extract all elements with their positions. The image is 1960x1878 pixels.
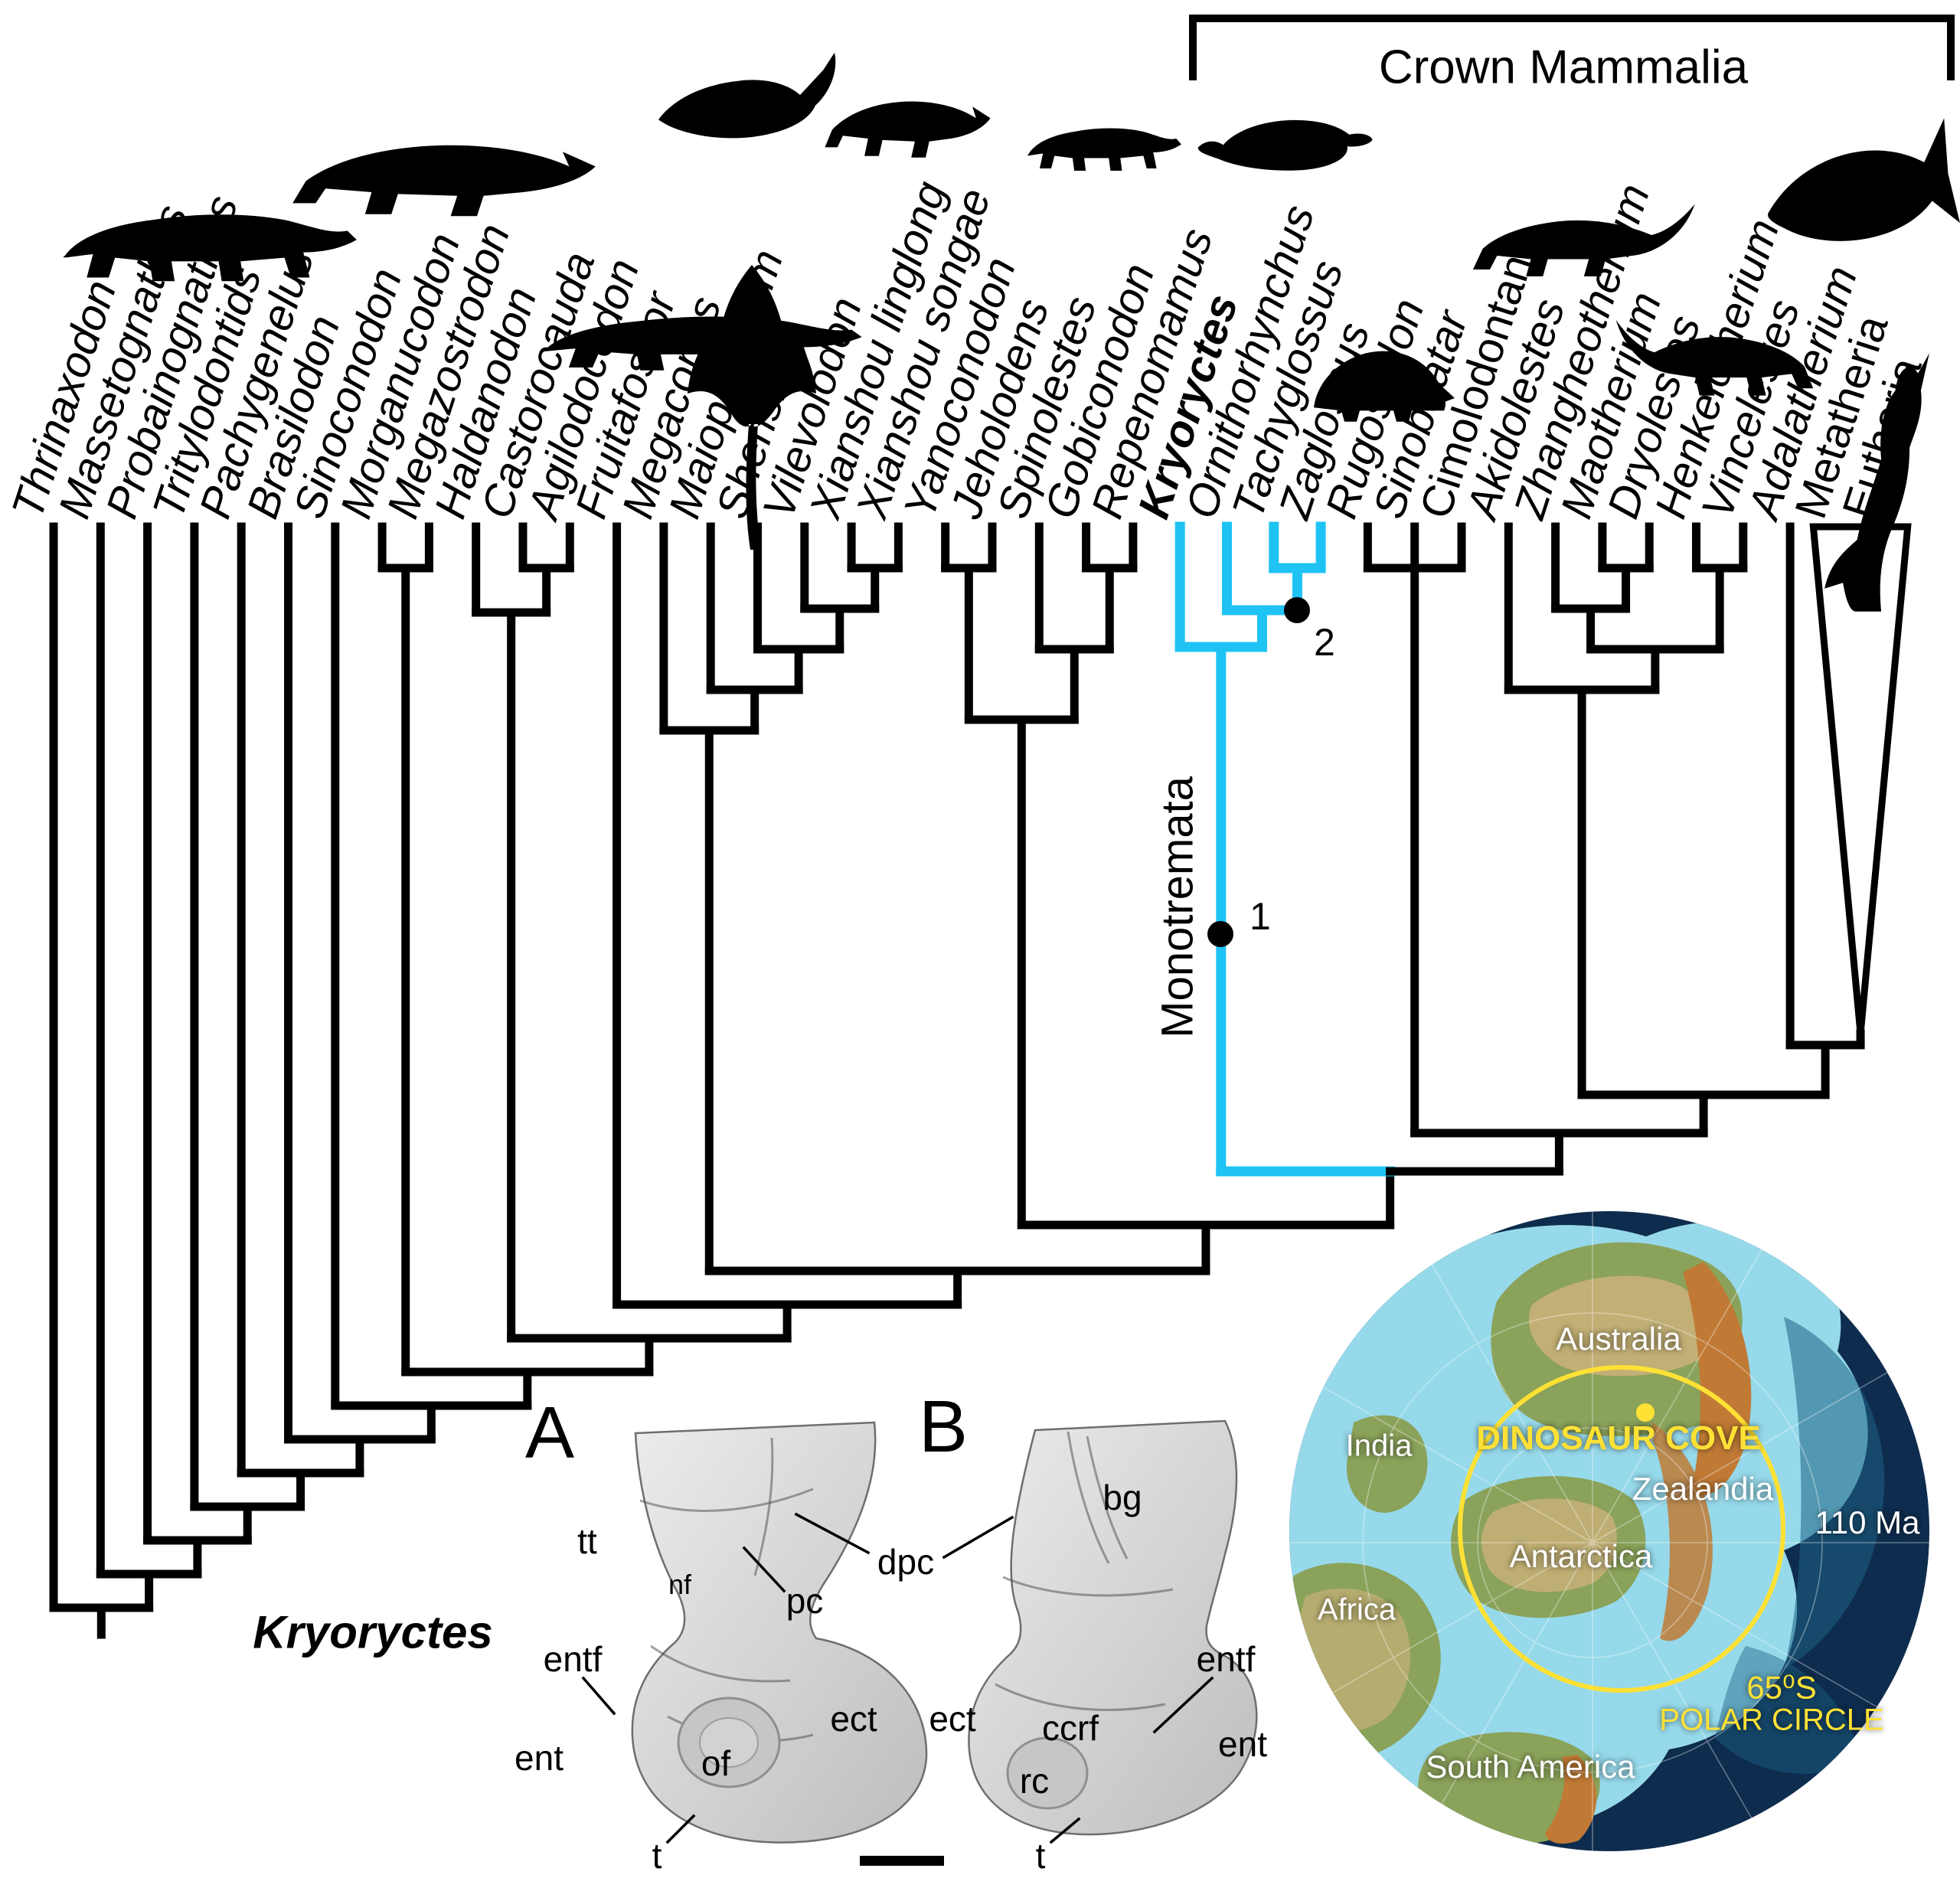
map-label-65-s: 65⁰S [1746, 1669, 1817, 1706]
radial-condyle [1006, 1736, 1089, 1810]
maiopatagium-glider-silhouette [688, 265, 816, 550]
anatomy-label-of: of [701, 1743, 731, 1783]
graticule-meridian [1416, 1237, 1593, 1543]
graticule-meridian [1592, 1237, 1769, 1543]
map-label-south-america: South America [1426, 1749, 1635, 1785]
anatomy-label-ent: ent [1218, 1724, 1267, 1764]
india-land [1346, 1415, 1428, 1513]
polar-circle-65s [1458, 1365, 1785, 1693]
label-leader-line [1049, 1817, 1081, 1844]
map-label-110-ma: 110 Ma [1815, 1504, 1920, 1540]
ocean-floor-texture [1784, 1317, 1885, 1669]
label-leader-line [665, 1814, 696, 1844]
bone-crack [1067, 1431, 1110, 1564]
crown-mammalia-label: Crown Mammalia [1378, 41, 1749, 94]
multituberculate-silhouette [1472, 204, 1695, 276]
graticule-meridian [1289, 1366, 1593, 1543]
crown-mammalia-bracket [1189, 15, 1955, 80]
whale-silhouette [1768, 118, 1960, 241]
node-marker-dot-2 [1284, 597, 1310, 623]
anatomy-label-ect: ect [830, 1699, 877, 1739]
graticule-parallel [1477, 1427, 1708, 1658]
humerus-b-posterior [968, 1419, 1258, 1836]
kryoryctes-caption: Kryoryctes [253, 1606, 493, 1658]
anatomy-label-tt: tt [577, 1521, 597, 1561]
anatomy-label-dpc: dpc [877, 1542, 935, 1582]
euharamiyidan-silhouette [825, 101, 991, 158]
kangaroo-silhouette [1824, 353, 1929, 612]
label-leader-line [742, 1546, 786, 1593]
paleomap [1289, 1211, 1929, 1851]
bone-crack [1086, 1435, 1129, 1560]
anatomy-label-t: t [1035, 1836, 1046, 1876]
anatomy-label-entf: entf [543, 1639, 603, 1679]
map-label-india: India [1345, 1429, 1413, 1463]
map-label-zealandia: Zealandia [1632, 1471, 1774, 1507]
anatomy-label-entf: entf [1196, 1639, 1256, 1679]
bone-crack [639, 1488, 814, 1512]
anatomy-label-rc: rc [1019, 1761, 1050, 1801]
anatomy-label-ent: ent [514, 1738, 564, 1778]
node-marker-number-1: 1 [1250, 895, 1271, 938]
graticule-meridian [1289, 1542, 1593, 1720]
anatomy-label-nf: nf [668, 1569, 692, 1600]
map-label-antarctica: Antarctica [1509, 1538, 1653, 1574]
silhouette-row [63, 52, 1960, 612]
scale-bar [860, 1856, 944, 1866]
node-marker-number-2: 2 [1314, 621, 1335, 664]
cladogram [49, 521, 1912, 1639]
anatomy-label-ccrf: ccrf [1041, 1708, 1099, 1748]
ocean-floor-texture [1715, 1646, 1860, 1774]
andes-mountains [1545, 1755, 1597, 1844]
humerus-a-anterior [631, 1421, 928, 1844]
anatomy-label-ect: ect [929, 1699, 976, 1739]
panel-letter-b: B [918, 1386, 969, 1468]
graticule-parallel [1362, 1312, 1823, 1773]
panel-letter-a: A [524, 1392, 575, 1474]
dinosaur-cove-site-dot [1636, 1403, 1655, 1422]
map-label-dinosaur-cove: DINOSAUR COVE [1476, 1419, 1761, 1457]
bone-crack [650, 1644, 791, 1683]
map-label-polar-circle: POLAR CIRCLE [1659, 1703, 1884, 1737]
bone-crack [1002, 1576, 1174, 1597]
anatomy-label-pc: pc [786, 1581, 824, 1621]
node-marker-dot-1 [1207, 921, 1233, 947]
cynodont-silhouette [63, 214, 357, 282]
label-leader-line [794, 1512, 871, 1555]
australia-mountains [1683, 1262, 1752, 1496]
castorocauda-silhouette [658, 52, 836, 139]
echidna-silhouette [1314, 351, 1455, 422]
cynodont-roaring-silhouette [292, 145, 596, 217]
graticule-meridian [1592, 1542, 1769, 1848]
label-leader-line [942, 1515, 1014, 1560]
label-leader-line [581, 1676, 616, 1716]
anatomy-label-t: t [652, 1836, 662, 1876]
eutriconodont-silhouette [1027, 128, 1181, 171]
anatomy-label-bg: bg [1102, 1478, 1142, 1517]
label-leader-line [1152, 1676, 1214, 1734]
antarctica-interior [1481, 1498, 1617, 1592]
kryoryctes-humerus-panel [581, 1419, 1258, 1866]
australia-interior [1528, 1275, 1706, 1377]
bone-crack [995, 1683, 1166, 1712]
map-label-australia: Australia [1556, 1321, 1681, 1357]
olecranon-fossa-inner [699, 1717, 759, 1768]
graticule-meridian [1416, 1542, 1593, 1848]
trechnotherian-silhouette [1615, 319, 1814, 396]
monotremata-label: Monotremata [1152, 776, 1203, 1038]
bone-crack [753, 1437, 774, 1576]
map-label-africa: Africa [1317, 1592, 1396, 1627]
stem-monotreme-silhouette [1197, 119, 1373, 171]
zealandia-ridge [1652, 1422, 1713, 1641]
graticule-meridian [1592, 1366, 1898, 1543]
